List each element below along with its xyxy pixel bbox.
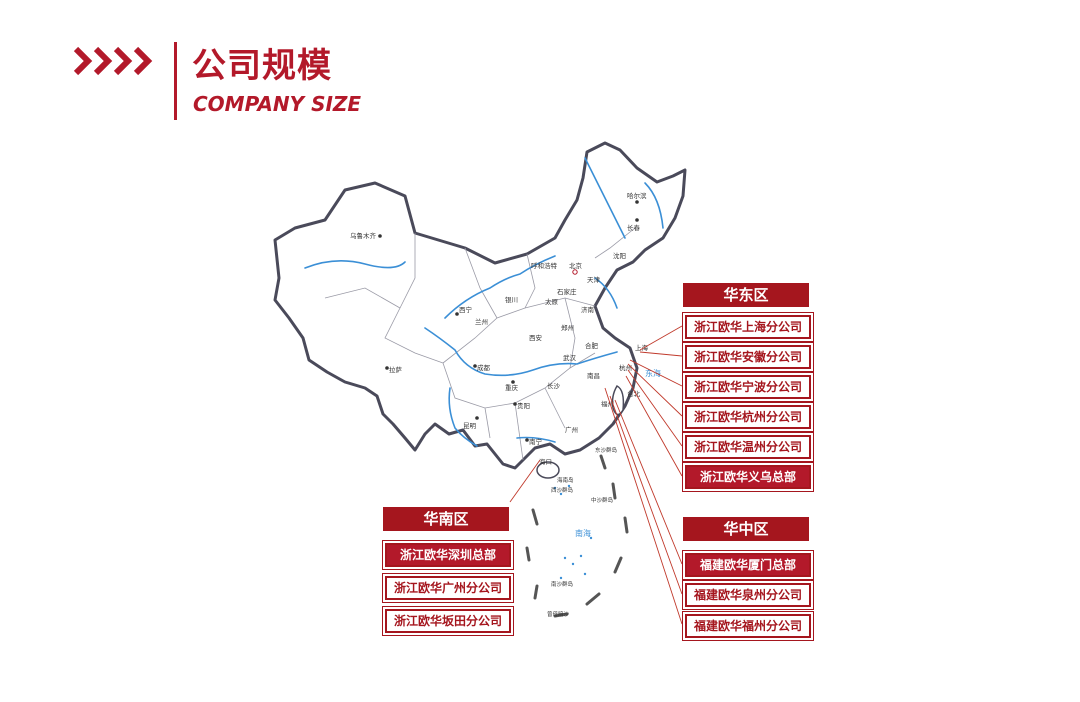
region-central-heading: 华中区	[683, 517, 809, 541]
city-tianjin: 天津	[587, 276, 601, 284]
city-nanning: 南宁	[529, 437, 543, 446]
header-divider	[174, 42, 177, 120]
city-chongqing: 重庆	[505, 383, 519, 392]
city-jinan: 济南	[581, 305, 595, 314]
city-lanzhou: 兰州	[475, 317, 488, 326]
city-shanghai: 上海	[635, 343, 649, 352]
region-east-heading: 华东区	[683, 283, 809, 307]
sea-east: 东海	[645, 368, 661, 378]
island-xisha: 西沙群岛	[551, 486, 574, 494]
city-yinchuan: 银川	[505, 295, 518, 304]
office-ningbo: 浙江欧华宁波分公司	[685, 375, 811, 399]
city-zhengzhou: 郑州	[561, 324, 574, 332]
office-xiamen-hq: 福建欧华厦门总部	[685, 553, 811, 577]
city-hefei: 合肥	[585, 341, 599, 350]
office-yiwu-hq: 浙江欧华义乌总部	[685, 465, 811, 489]
office-fuzhou: 福建欧华福州分公司	[685, 614, 811, 638]
city-nanchang: 南昌	[587, 371, 600, 380]
city-guiyang: 贵阳	[517, 401, 530, 410]
city-wuhan: 武汉	[563, 353, 577, 362]
island-zengmu: 曾母暗沙	[547, 610, 570, 618]
chevrons-icon	[73, 46, 153, 76]
sea-south: 南海	[575, 528, 591, 538]
city-shijiazhuang: 石家庄	[557, 287, 577, 296]
region-south-heading: 华南区	[383, 507, 509, 531]
page-subtitle: COMPANY SIZE	[193, 92, 362, 116]
city-taiyuan: 太原	[545, 297, 559, 306]
city-taipei: 台北	[627, 389, 641, 398]
city-changsha: 长沙	[547, 381, 561, 390]
city-haikou: 海口	[539, 457, 552, 466]
city-shenyang: 沈阳	[613, 251, 626, 260]
office-bantian: 浙江欧华坂田分公司	[385, 609, 511, 633]
island-zhongsha: 中沙群岛	[591, 496, 614, 504]
city-beijing: 北京	[569, 261, 583, 270]
city-kunming: 昆明	[463, 422, 477, 430]
island-nansha: 南沙群岛	[551, 580, 574, 588]
page-title: 公司规模	[192, 46, 332, 86]
city-xining: 西宁	[459, 305, 473, 314]
china-map: 乌鲁木齐 哈尔滨 长春 沈阳 呼和浩特 北京 天津 石家庄 太原 银川 西宁 兰…	[273, 141, 687, 618]
island-hainan: 海南岛	[557, 476, 574, 484]
city-chengdu: 成都	[477, 363, 491, 372]
city-fuzhou: 福州	[601, 399, 614, 408]
island-dongsha: 东沙群岛	[595, 446, 618, 454]
city-xian: 西安	[529, 333, 543, 342]
city-changchun: 长春	[627, 223, 641, 232]
office-shanghai: 浙江欧华上海分公司	[685, 315, 811, 339]
taiwan-island	[611, 385, 625, 416]
nine-dash-line	[525, 454, 629, 618]
city-urumqi: 乌鲁木齐	[350, 231, 377, 240]
city-hohhot: 呼和浩特	[531, 261, 558, 270]
office-guangzhou: 浙江欧华广州分公司	[385, 576, 511, 600]
city-harbin: 哈尔滨	[627, 191, 647, 200]
city-guangzhou: 广州	[565, 425, 578, 434]
china-outline	[273, 141, 687, 470]
office-anhui: 浙江欧华安徽分公司	[685, 345, 811, 369]
office-shenzhen-hq: 浙江欧华深圳总部	[385, 543, 511, 567]
city-lhasa: 拉萨	[389, 365, 403, 374]
hainan-island	[536, 461, 560, 479]
city-hangzhou: 杭州	[619, 363, 632, 372]
office-hangzhou: 浙江欧华杭州分公司	[685, 405, 811, 429]
office-quanzhou: 福建欧华泉州分公司	[685, 583, 811, 607]
office-wenzhou: 浙江欧华温州分公司	[685, 435, 811, 459]
